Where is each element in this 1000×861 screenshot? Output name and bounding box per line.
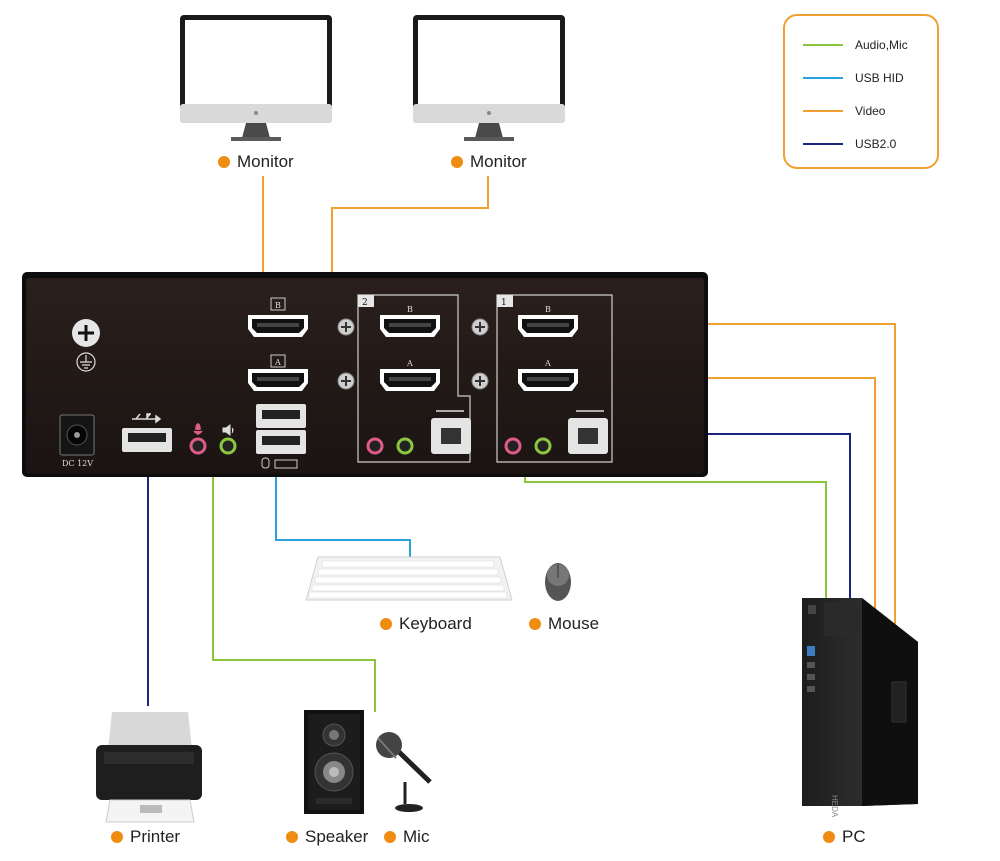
pc1-port-a-label: A	[544, 359, 551, 368]
printer-illustration	[96, 712, 202, 823]
panel-screw-icon	[337, 372, 355, 390]
pc1-mic-jack	[504, 437, 522, 455]
speaker-illustration	[304, 710, 364, 814]
legend-item-audio: Audio,Mic	[803, 38, 908, 52]
legend-swatch	[803, 77, 843, 79]
bullet-dot-icon	[451, 156, 463, 168]
console-usb-icon	[132, 413, 162, 424]
console-dp-port-b	[248, 315, 308, 337]
pc1-port-group	[496, 294, 613, 463]
bullet-dot-icon	[823, 831, 835, 843]
pc2-speaker-jack	[396, 437, 414, 455]
bullet-dot-icon	[111, 831, 123, 843]
usb-hid-cable-keyboard	[275, 466, 411, 560]
mouse-illustration	[545, 563, 571, 601]
speaker-label: Speaker	[286, 827, 368, 847]
console-port-a-label: A	[274, 358, 281, 367]
console-speaker-jack	[219, 437, 237, 455]
legend-item-video: Video	[803, 104, 885, 118]
keyboard-illustration	[305, 556, 513, 601]
pc-brand-label: HEDA	[830, 795, 839, 818]
pc1-label: 1	[501, 298, 507, 308]
legend-swatch	[803, 110, 843, 112]
kvm-back-panel	[22, 272, 708, 477]
pc-label: PC	[823, 827, 866, 847]
bullet-dot-icon	[384, 831, 396, 843]
monitor-2-label: Monitor	[451, 152, 527, 172]
panel-screw-icon	[471, 318, 489, 336]
audio-cable-speaker	[212, 452, 376, 712]
pc1-port-b-label: B	[545, 305, 551, 314]
pc2-port-a-label: A	[406, 359, 413, 368]
keyboard-glyph-icon	[274, 459, 298, 469]
console-port-b-label: B	[275, 301, 281, 310]
pc2-dp-port-b	[380, 315, 440, 337]
legend-item-usb2: USB2.0	[803, 137, 896, 151]
power-label: DC 12V	[62, 459, 93, 468]
mic-label: Mic	[384, 827, 429, 847]
panel-screw-icon	[337, 318, 355, 336]
pc1-dp-port-b	[518, 315, 578, 337]
bullet-dot-icon	[218, 156, 230, 168]
pc2-mic-jack	[366, 437, 384, 455]
monitor-1-illustration	[180, 15, 332, 141]
bullet-dot-icon	[286, 831, 298, 843]
keyboard-label: Keyboard	[380, 614, 472, 634]
mic-illustration	[376, 732, 432, 812]
printer-label: Printer	[111, 827, 180, 847]
pc1-speaker-jack	[534, 437, 552, 455]
legend: Audio,Mic USB HID Video USB2.0	[783, 14, 939, 169]
legend-item-usb-hid: USB HID	[803, 71, 904, 85]
console-speaker-icon	[222, 424, 234, 436]
panel-screw-icon	[471, 372, 489, 390]
bullet-dot-icon	[529, 618, 541, 630]
pc-tower-illustration	[802, 598, 918, 806]
console-mic-jack	[189, 437, 207, 455]
console-mic-icon	[193, 423, 203, 435]
monitor-1-label: Monitor	[218, 152, 294, 172]
bullet-dot-icon	[380, 618, 392, 630]
mouse-label: Mouse	[529, 614, 599, 634]
legend-swatch	[803, 44, 843, 46]
pc1-dp-port-a	[518, 369, 578, 391]
mouse-glyph-icon	[261, 457, 270, 469]
pc2-dp-port-a	[380, 369, 440, 391]
legend-swatch	[803, 143, 843, 145]
monitor-2-illustration	[413, 15, 565, 141]
pc2-port-group	[357, 294, 471, 463]
console-dp-port-a	[248, 369, 308, 391]
ground-symbol-icon	[76, 352, 96, 372]
pc2-label: 2	[362, 298, 368, 308]
pc2-port-b-label: B	[407, 305, 413, 314]
